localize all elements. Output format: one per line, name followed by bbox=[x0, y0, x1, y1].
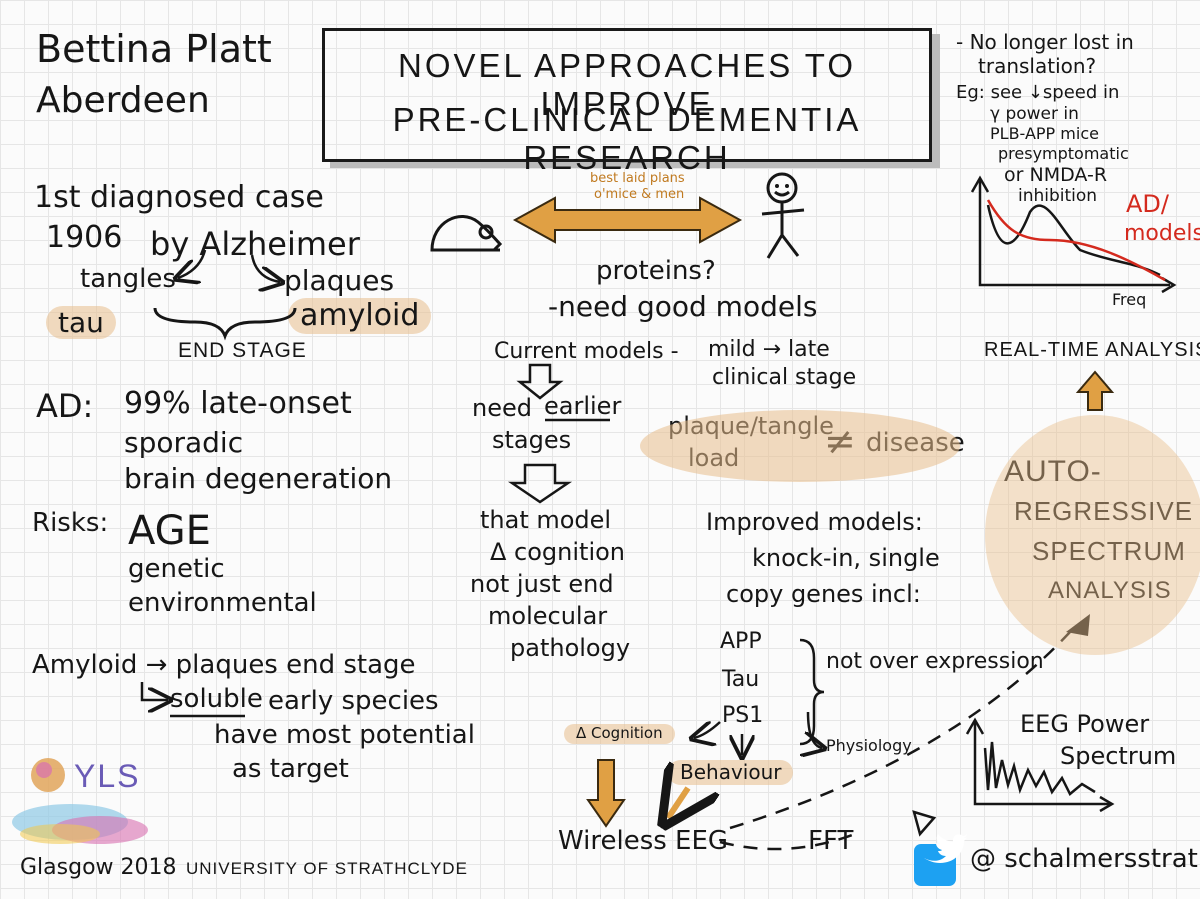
first-case-text: 1st diagnosed case bbox=[34, 180, 324, 215]
auto-text-4: ANALYSIS bbox=[1048, 578, 1172, 603]
stages-text: stages bbox=[492, 426, 572, 454]
clinical-stage-text: clinical stage bbox=[712, 365, 857, 390]
target-text: as target bbox=[232, 754, 349, 784]
real-time-analysis-text: REAL-TIME ANALYSIS bbox=[984, 339, 1200, 361]
plaques-label: plaques bbox=[284, 264, 395, 297]
knock-in-text: knock-in, single bbox=[752, 544, 940, 572]
title-box: NOVEL APPROACHES TO IMPROVE PRE-CLINICAL… bbox=[322, 28, 932, 176]
cognition-small-text: Δ Cognition bbox=[564, 724, 675, 744]
eg-text-1: Eg: see ↓speed in bbox=[956, 82, 1120, 103]
down-arrow-icon bbox=[507, 363, 573, 504]
eg-text-4: presymptomatic bbox=[998, 144, 1129, 163]
that-model-text: that model bbox=[480, 506, 612, 534]
tau-label: tau bbox=[46, 306, 116, 340]
gene-app: APP bbox=[720, 629, 762, 654]
amyloid-note-line1: Amyloid → plaques end stage bbox=[32, 650, 416, 680]
double-arrow-icon bbox=[512, 196, 743, 244]
auto-text-1: AUTO- bbox=[1004, 456, 1102, 488]
plaques-arrow-icon bbox=[250, 254, 280, 282]
physiology-arrow-icon bbox=[808, 711, 822, 748]
pathology-text: pathology bbox=[510, 634, 631, 662]
spectrum-text: Spectrum bbox=[1060, 742, 1177, 770]
fft-dashed-arrow bbox=[719, 830, 861, 851]
amyloid-label: amyloid bbox=[288, 298, 432, 334]
molecular-text: molecular bbox=[488, 602, 608, 630]
ad-label: AD: bbox=[36, 387, 94, 425]
degeneration-text: brain degeneration bbox=[124, 462, 393, 495]
tangles-arrow-icon bbox=[178, 249, 207, 278]
eg-text-2: γ power in bbox=[990, 104, 1079, 124]
auto-text-3: SPECTRUM bbox=[1032, 537, 1186, 565]
need-good-models-text: -need good models bbox=[548, 290, 818, 323]
eeg-power-text: EEG Power bbox=[1020, 710, 1150, 738]
year-text: 1906 bbox=[46, 220, 123, 255]
plaque-highlight bbox=[640, 410, 960, 482]
ad-models-label-2: models bbox=[1124, 221, 1200, 246]
best-laid-text-2: o'mice & men bbox=[594, 187, 685, 202]
current-models-text: Current models - bbox=[494, 339, 679, 364]
alzheimer-text: by Alzheimer bbox=[150, 225, 360, 263]
analysis-arrowhead-icon bbox=[1066, 614, 1090, 636]
gene-tau: Tau bbox=[722, 667, 760, 692]
speaker-location: Aberdeen bbox=[36, 80, 210, 121]
twitter-bird-icon bbox=[924, 834, 967, 863]
yls-text: YLS bbox=[74, 758, 141, 794]
soluble-text: soluble bbox=[170, 684, 263, 714]
early-species-text: early species bbox=[268, 686, 439, 716]
not-over-expression-text: not over expression bbox=[826, 649, 1044, 674]
copy-genes-text: copy genes incl: bbox=[726, 580, 921, 608]
risks-label: Risks: bbox=[32, 508, 109, 538]
end-stage-label: END STAGE bbox=[178, 339, 307, 362]
title-line-2: PRE-CLINICAL DEMENTIA RESEARCH bbox=[392, 101, 862, 176]
earlier-text: earlier bbox=[544, 392, 622, 420]
cognition-arrow-icon bbox=[694, 722, 721, 738]
genes-brace-icon bbox=[799, 638, 825, 746]
cognition-text: Δ cognition bbox=[490, 538, 626, 566]
soluble-arrow-icon bbox=[140, 682, 168, 700]
mild-late-text: mild → late bbox=[708, 337, 830, 362]
behaviour-down-arrow-icon bbox=[668, 788, 688, 818]
need-text: need bbox=[472, 394, 532, 422]
brace-icon bbox=[153, 307, 297, 341]
fft-text: FFT bbox=[808, 826, 854, 856]
eg-text-6: inhibition bbox=[1018, 186, 1098, 206]
late-onset-text: 99% late-onset bbox=[124, 386, 352, 421]
analysis-dashed-arrow bbox=[729, 631, 1071, 830]
eg-text-3: PLB-APP mice bbox=[990, 124, 1099, 143]
potential-text: have most potential bbox=[214, 720, 475, 750]
sporadic-text: sporadic bbox=[124, 426, 244, 459]
speaker-name: Bettina Platt bbox=[36, 27, 272, 71]
freq-label: Freq bbox=[1112, 290, 1147, 309]
auto-text-2: REGRESSIVE bbox=[1014, 497, 1193, 525]
eg-text-5: or NMDA-R bbox=[1004, 164, 1108, 186]
improved-models-text: Improved models: bbox=[706, 508, 923, 536]
risk-genetic: genetic bbox=[128, 554, 225, 584]
gene-ps1: PS1 bbox=[722, 703, 764, 728]
fft-arrowhead-icon bbox=[912, 810, 937, 837]
cognition-down-arrow-icon bbox=[586, 759, 626, 828]
not-just-end-text: not just end bbox=[470, 570, 614, 598]
translation-text: translation? bbox=[978, 54, 1097, 78]
ad-models-label-1: AD/ bbox=[1126, 190, 1169, 218]
mouse-icon bbox=[430, 215, 503, 252]
physiology-text: Physiology bbox=[826, 736, 912, 755]
freq-graph bbox=[970, 175, 1177, 294]
university-text: UNIVERSITY OF STRATHCLYDE bbox=[186, 859, 468, 878]
proteins-text: proteins? bbox=[596, 256, 716, 286]
eeg-spectrum-graph bbox=[965, 717, 1115, 813]
tangles-label: tangles bbox=[80, 264, 176, 294]
twitter-handle[interactable]: @ schalmersstrath bbox=[970, 844, 1200, 874]
up-arrow-icon bbox=[1075, 370, 1115, 411]
glasgow-text: Glasgow 2018 bbox=[20, 855, 177, 880]
auto-highlight bbox=[985, 415, 1200, 655]
person-icon bbox=[761, 172, 805, 259]
title-line-1: NOVEL APPROACHES TO IMPROVE bbox=[397, 47, 857, 122]
risk-age: AGE bbox=[128, 508, 211, 554]
risk-environmental: environmental bbox=[128, 588, 317, 618]
yls-logo bbox=[12, 758, 148, 844]
no-longer-lost-text: - No longer lost in bbox=[956, 30, 1134, 54]
best-laid-text-1: best laid plans bbox=[590, 171, 685, 186]
